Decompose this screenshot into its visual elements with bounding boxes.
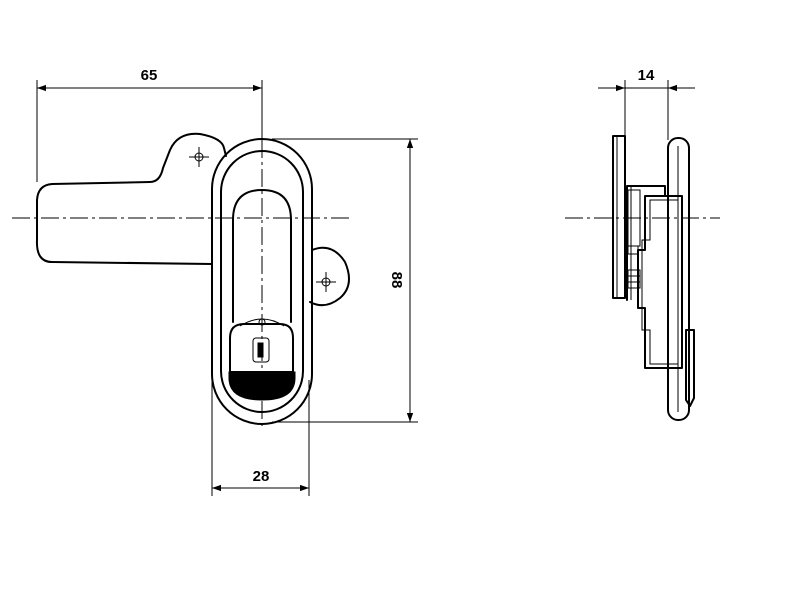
side-lock-pawl <box>685 329 695 407</box>
lower-mounting-ear <box>309 246 350 307</box>
side-bracket-lower <box>627 245 639 255</box>
side-view: 14 <box>565 67 720 421</box>
side-housing <box>637 195 683 369</box>
key-slot-icon <box>252 337 270 363</box>
lock-cylinder-pin <box>258 318 266 326</box>
dimension-depth: 14 <box>598 67 695 140</box>
handle-lever <box>35 132 227 265</box>
dimension-height: 88 <box>272 138 418 423</box>
dimension-body-width: 28 <box>211 380 310 496</box>
dim-label-28: 28 <box>253 468 270 485</box>
latch-body-inner <box>220 150 304 413</box>
dim-label-65: 65 <box>141 67 158 84</box>
side-mounting-plate <box>612 135 626 299</box>
upper-mounting-hole <box>189 147 209 167</box>
front-view: 65 88 28 <box>12 67 418 496</box>
dim-label-88: 88 <box>388 272 405 289</box>
recess-slot <box>232 189 292 323</box>
lower-mounting-hole <box>316 272 336 292</box>
dimension-handle-length: 65 <box>36 67 263 182</box>
grip-pad <box>228 371 296 401</box>
side-panel <box>626 185 666 301</box>
dim-label-14: 14 <box>638 67 655 84</box>
side-front-cover <box>667 137 690 421</box>
